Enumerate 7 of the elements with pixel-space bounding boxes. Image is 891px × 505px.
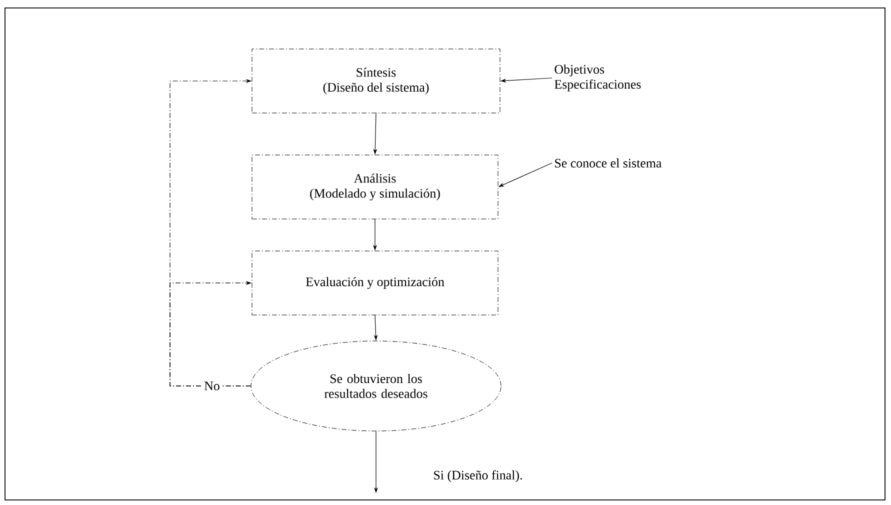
- input-label: Objetivos Especificaciones: [554, 64, 641, 92]
- process-box: Síntesis (Diseño del sistema): [252, 48, 500, 114]
- process-box: Evaluación y optimización: [252, 250, 498, 316]
- input-label: Se conoce el sistema: [555, 158, 662, 168]
- edge-label: Si (Diseño final).: [431, 468, 525, 484]
- process-box: Análisis (Modelado y simulación): [252, 154, 498, 220]
- edge-label: No: [202, 380, 222, 392]
